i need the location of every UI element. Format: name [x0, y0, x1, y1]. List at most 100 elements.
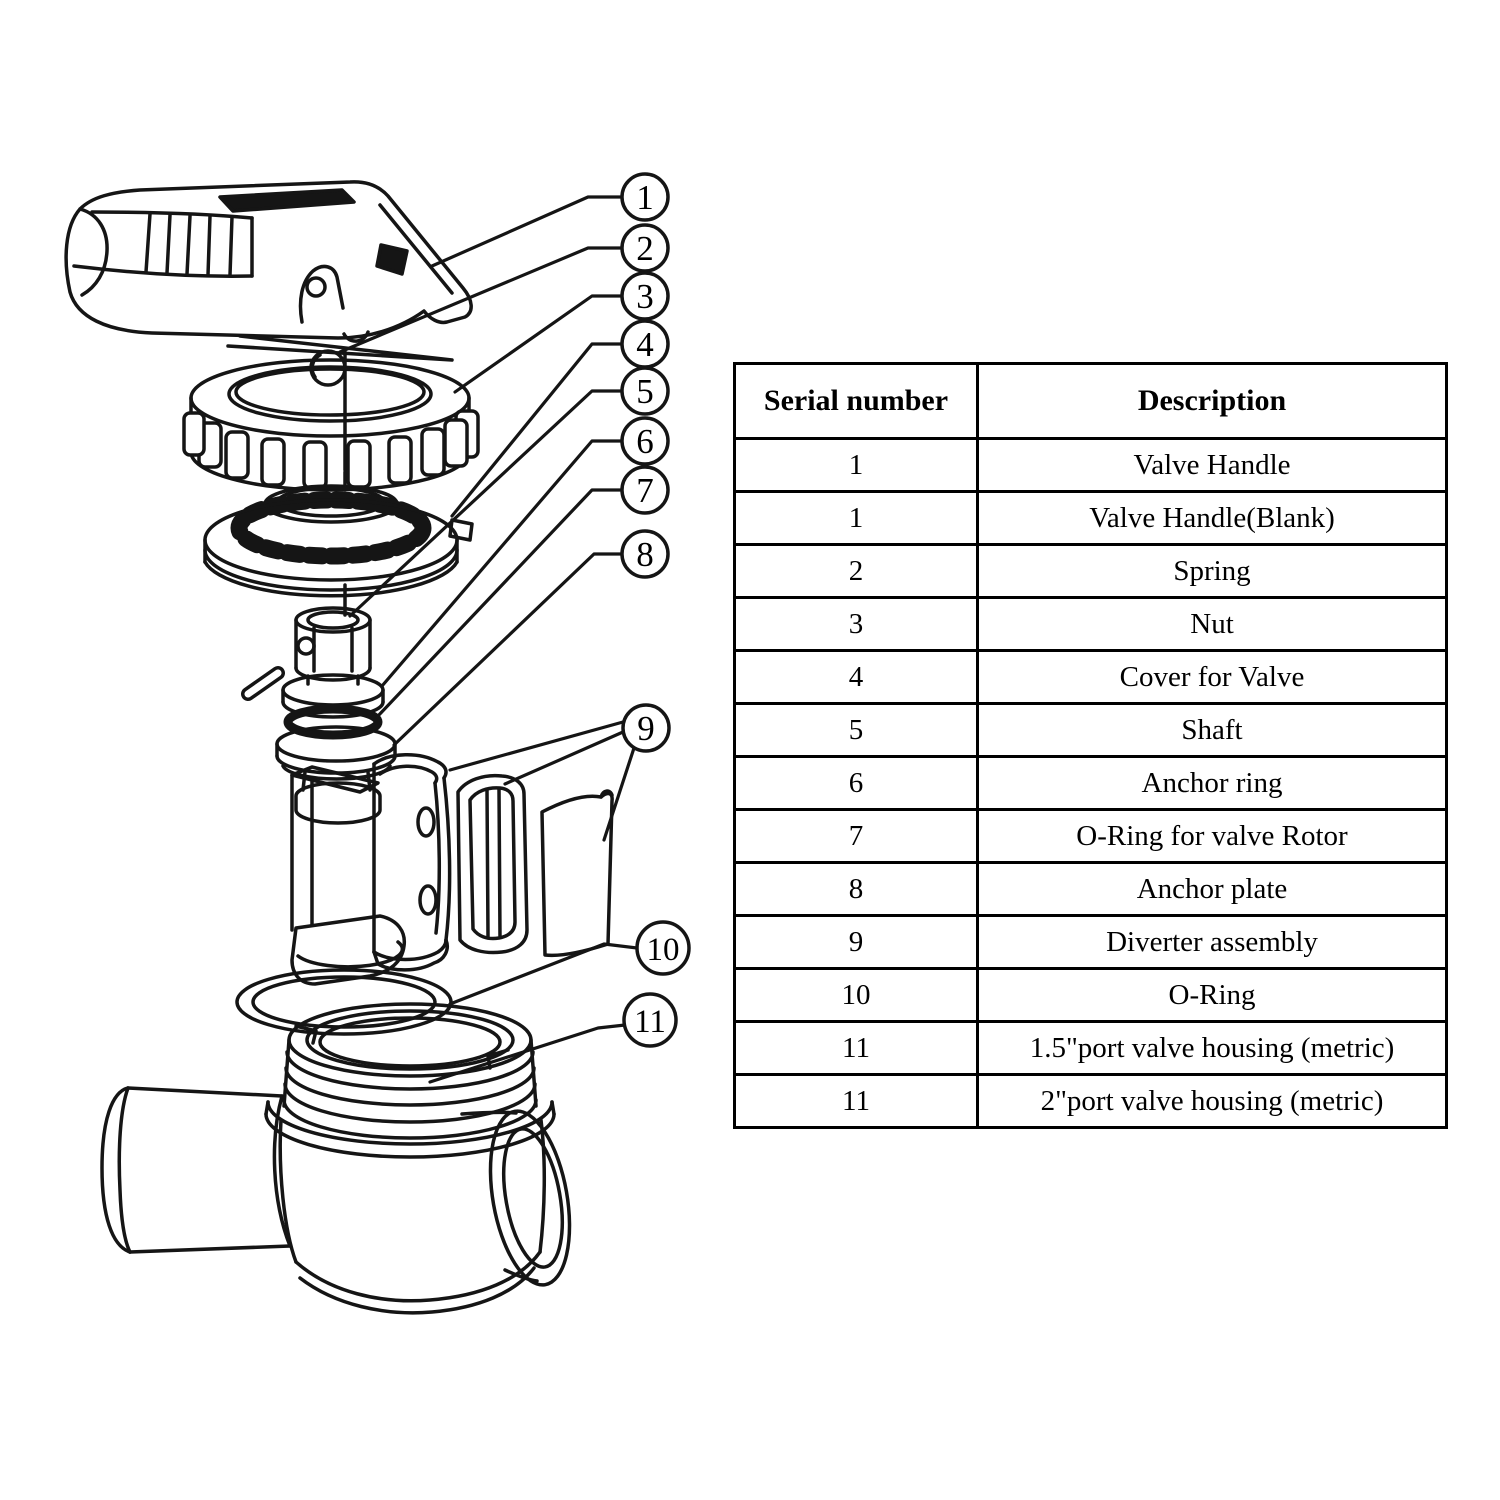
- callout-4: 4: [450, 319, 670, 518]
- callout-number: 1: [636, 178, 654, 217]
- callout-7: 7: [375, 465, 670, 719]
- leader-line: [380, 439, 624, 688]
- nut-drawing: [182, 358, 480, 492]
- serial-cell: 10: [733, 967, 979, 1023]
- leader-line: [348, 389, 624, 618]
- callout-5: 5: [348, 366, 670, 618]
- callouts-layer: 1 2 3 4 5 6 7 8 9 10 11: [338, 172, 691, 1084]
- callout-number: 4: [636, 325, 654, 364]
- serial-cell: 1: [733, 437, 979, 493]
- callout-9: 9: [448, 703, 671, 842]
- callout-number: 11: [634, 1004, 666, 1040]
- description-cell: 1.5"port valve housing (metric): [976, 1020, 1448, 1076]
- description-cell: O-Ring for valve Rotor: [976, 808, 1448, 864]
- description-cell: Anchor ring: [976, 755, 1448, 811]
- description-cell: Nut: [976, 596, 1448, 652]
- callout-number: 7: [636, 471, 654, 510]
- callout-number: 6: [636, 422, 654, 461]
- serial-cell: 11: [733, 1020, 979, 1076]
- description-cell: Spring: [976, 543, 1448, 599]
- description-cell: 2"port valve housing (metric): [976, 1073, 1448, 1129]
- description-cell: Anchor plate: [976, 861, 1448, 917]
- leader-line: [448, 720, 625, 772]
- callout-circle: [620, 465, 670, 515]
- callout-circle: [620, 172, 670, 222]
- table-header-row: Serial number Description: [733, 362, 1448, 440]
- leader-line: [503, 730, 625, 786]
- leader-line: [448, 942, 639, 1006]
- callout-circle: [620, 223, 670, 273]
- serial-cell: 5: [733, 702, 979, 758]
- leader-line: [450, 342, 624, 518]
- valve-cover-drawing: [203, 484, 474, 617]
- leader-line: [453, 294, 624, 394]
- description-header: Description: [976, 362, 1448, 440]
- serial-cell: 1: [733, 490, 979, 546]
- callout-8: 8: [392, 529, 670, 747]
- serial-cell: 9: [733, 914, 979, 970]
- anchor-ring-drawing: [281, 673, 385, 719]
- description-cell: Shaft: [976, 702, 1448, 758]
- description-cell: Valve Handle: [976, 437, 1448, 493]
- description-cell: O-Ring: [976, 967, 1448, 1023]
- serial-cell: 6: [733, 755, 979, 811]
- description-cell: Cover for Valve: [976, 649, 1448, 705]
- callout-number: 9: [637, 709, 655, 748]
- serial-number-header: Serial number: [733, 362, 979, 440]
- description-cell: Diverter assembly: [976, 914, 1448, 970]
- callout-11: 11: [428, 992, 678, 1084]
- callout-circle: [621, 703, 671, 753]
- callout-3: 3: [453, 271, 670, 394]
- callout-1: 1: [430, 172, 670, 268]
- leader-line: [338, 246, 624, 354]
- serial-cell: 7: [733, 808, 979, 864]
- leader-line: [602, 746, 636, 842]
- description-cell: Valve Handle(Blank): [976, 490, 1448, 546]
- rotor-o-ring-drawing: [283, 704, 383, 740]
- callout-number: 5: [636, 372, 654, 411]
- serial-cell: 4: [733, 649, 979, 705]
- callout-number: 10: [647, 932, 680, 968]
- leader-line: [428, 1023, 627, 1084]
- diverter-assembly-drawing: [290, 753, 614, 986]
- callout-circle: [635, 920, 691, 976]
- callout-circle: [622, 992, 678, 1048]
- valve-handle-drawing: [64, 180, 473, 362]
- callout-circle: [620, 271, 670, 321]
- callout-number: 3: [636, 277, 654, 316]
- serial-cell: 11: [733, 1073, 979, 1129]
- callout-number: 8: [636, 535, 654, 574]
- pin-drawing: [241, 666, 285, 701]
- serial-cell: 2: [733, 543, 979, 599]
- callout-6: 6: [380, 416, 670, 688]
- valve-housing-drawing: [100, 1002, 572, 1315]
- leader-line: [392, 552, 624, 747]
- callout-circle: [620, 366, 670, 416]
- serial-cell: 3: [733, 596, 979, 652]
- callout-number: 2: [636, 229, 654, 268]
- callout-circle: [620, 529, 670, 579]
- serial-cell: 8: [733, 861, 979, 917]
- callout-circle: [620, 416, 670, 466]
- callout-2: 2: [338, 223, 670, 354]
- leader-line: [430, 195, 624, 268]
- shaft-drawing: [294, 606, 372, 686]
- callout-10: 10: [448, 920, 691, 1006]
- leader-line: [375, 488, 624, 719]
